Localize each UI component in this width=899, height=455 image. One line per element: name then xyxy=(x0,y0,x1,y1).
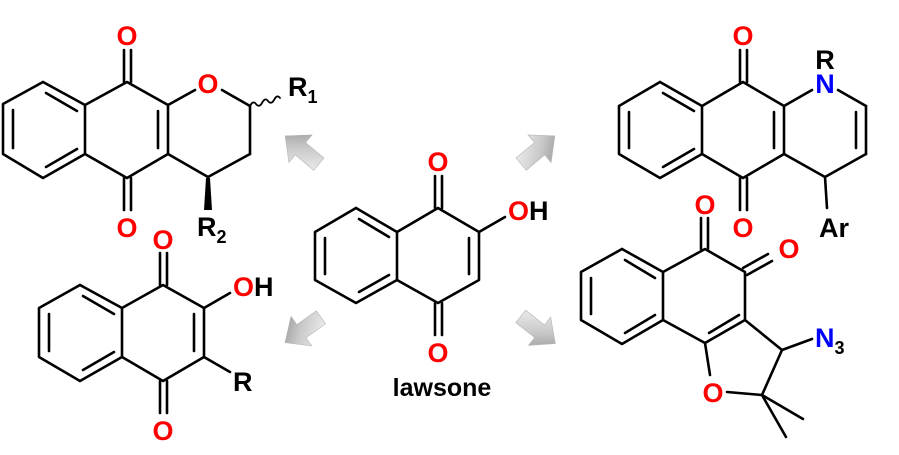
bonds xyxy=(1,48,281,212)
label-r: R xyxy=(815,45,835,75)
hydroxyl-group: OH xyxy=(508,196,549,226)
compound-top-left: O O O R1 R2 xyxy=(1,21,318,247)
atom-oxygen-bottom: O xyxy=(732,213,753,243)
bonds xyxy=(579,216,814,439)
atom-oxygen-carbonyl-2: O xyxy=(778,234,799,264)
azide-group: N3 xyxy=(815,323,845,358)
compound-top-right: O O N R Ar xyxy=(617,21,868,243)
label-r1: R1 xyxy=(288,72,318,107)
label-r: R xyxy=(233,367,253,397)
compound-bottom-right: O O O N3 xyxy=(579,190,845,439)
bonds xyxy=(313,174,507,337)
bonds xyxy=(37,251,232,415)
arrow-down-right xyxy=(509,301,567,359)
atom-nitrogen: N xyxy=(815,69,835,99)
label-ar: Ar xyxy=(819,213,849,243)
atom-oxygen-top: O xyxy=(427,147,448,177)
atom-oxygen-bottom: O xyxy=(152,416,173,446)
compound-lawsone: O O OH lawsone xyxy=(313,147,549,402)
atom-oxygen-ring: O xyxy=(702,378,723,408)
atom-oxygen-top: O xyxy=(152,225,173,255)
arrow-up-left xyxy=(273,121,331,179)
atom-oxygen-bottom: O xyxy=(116,213,137,243)
atom-oxygen-carbonyl-1: O xyxy=(694,190,715,220)
bonds xyxy=(617,48,868,212)
compound-bottom-left: O O OH R xyxy=(37,225,274,446)
arrow-down-left xyxy=(274,302,332,358)
atom-oxygen-top: O xyxy=(116,21,137,51)
arrow-up-right xyxy=(509,121,567,179)
compound-name-label: lawsone xyxy=(393,374,492,402)
atom-oxygen-ring: O xyxy=(197,69,218,99)
atom-oxygen-top: O xyxy=(732,21,753,51)
label-r2: R2 xyxy=(197,212,227,247)
hydroxyl-group: OH xyxy=(233,272,274,302)
atom-oxygen-bottom: O xyxy=(427,338,448,368)
